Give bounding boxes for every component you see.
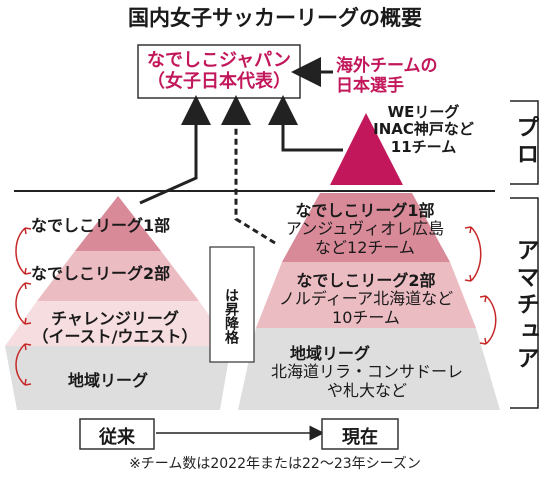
now-regional-label: 地域リーグ 北海道リラ・コンサドーレ や札大など: [254, 344, 480, 400]
now-tier-div2: [256, 262, 476, 328]
we-league-label: WEリーグ INAC神戸など 11チーム: [356, 103, 491, 156]
before-div1-label: なでしこリーグ1部: [31, 216, 171, 235]
before-challenge-line1: チャレンジリーグ: [51, 309, 179, 328]
now-div1-example: アンジュヴィオレ広島: [285, 219, 445, 239]
promotion-arrows: [15, 226, 497, 386]
before-challenge-line2: （イースト/ウエスト）: [32, 327, 198, 347]
we-league-example: INAC神戸など: [373, 120, 474, 139]
footnote: ※チーム数は2022年または22～23年シーズン: [129, 456, 421, 472]
overseas-players-label: 海外チームの 日本選手: [336, 56, 438, 96]
now-tab-box: [321, 418, 399, 450]
now-regional-count: や札大など: [326, 380, 407, 400]
promotion-note: は昇降格: [223, 288, 239, 344]
before-tier-div2: [37, 251, 199, 301]
before-tier-challenge: [5, 301, 231, 346]
now-div1-dashed-arrow: [221, 95, 276, 245]
amateur-label: アマチュア: [512, 238, 538, 373]
before-regional-label: 地域リーグ: [68, 371, 149, 390]
now-div1-name: なでしこリーグ1部: [295, 201, 435, 220]
before-tier-div1: [75, 196, 161, 251]
now-tier-regional: [238, 328, 500, 410]
before-div2-label: なでしこリーグ2部: [31, 264, 171, 283]
national-team-line2: （女子日本代表）: [147, 70, 291, 92]
now-regional-name: 地域リーグ: [290, 344, 371, 363]
now-div2-example: ノルディーア北海道など: [278, 289, 454, 309]
now-div2-name: なでしこリーグ2部: [296, 271, 436, 290]
promotion-note-box: [209, 246, 255, 363]
before-tier-regional: [5, 346, 231, 410]
pro-bracket: [510, 100, 539, 185]
now-div2-count: 10チーム: [332, 307, 400, 327]
now-regional-example: 北海道リラ・コンサドーレ: [270, 362, 463, 382]
we-league-triangle: [330, 113, 403, 185]
now-tier-div1: [282, 193, 450, 262]
we-league-count: 11チーム: [390, 137, 457, 156]
amateur-bracket: [510, 197, 539, 409]
we-league-arrow: [268, 95, 343, 152]
overseas-line2: 日本選手: [336, 75, 404, 96]
now-div2-label: なでしこリーグ2部 ノルディーア北海道など 10チーム: [262, 271, 470, 327]
old-div1-arrow: [139, 95, 211, 205]
national-team-line1: なでしこジャパン: [147, 50, 291, 71]
now-tab-label: 現在: [342, 427, 378, 448]
we-league-name: WEリーグ: [387, 103, 460, 121]
pro-label: プロ: [512, 115, 538, 169]
before-tab-box: [79, 418, 155, 450]
now-div1-count: など12チーム: [315, 237, 415, 257]
before-tab-label: 従来: [99, 427, 135, 448]
now-div1-label: なでしこリーグ1部 アンジュヴィオレ広島 など12チーム: [276, 201, 454, 257]
national-team-label: なでしこジャパン （女子日本代表）: [138, 50, 300, 92]
overseas-line1: 海外チームの: [336, 56, 438, 76]
page-title: 国内女子サッカーリーグの概要: [128, 6, 422, 30]
before-challenge-label: チャレンジリーグ （イースト/ウエスト）: [25, 309, 205, 347]
